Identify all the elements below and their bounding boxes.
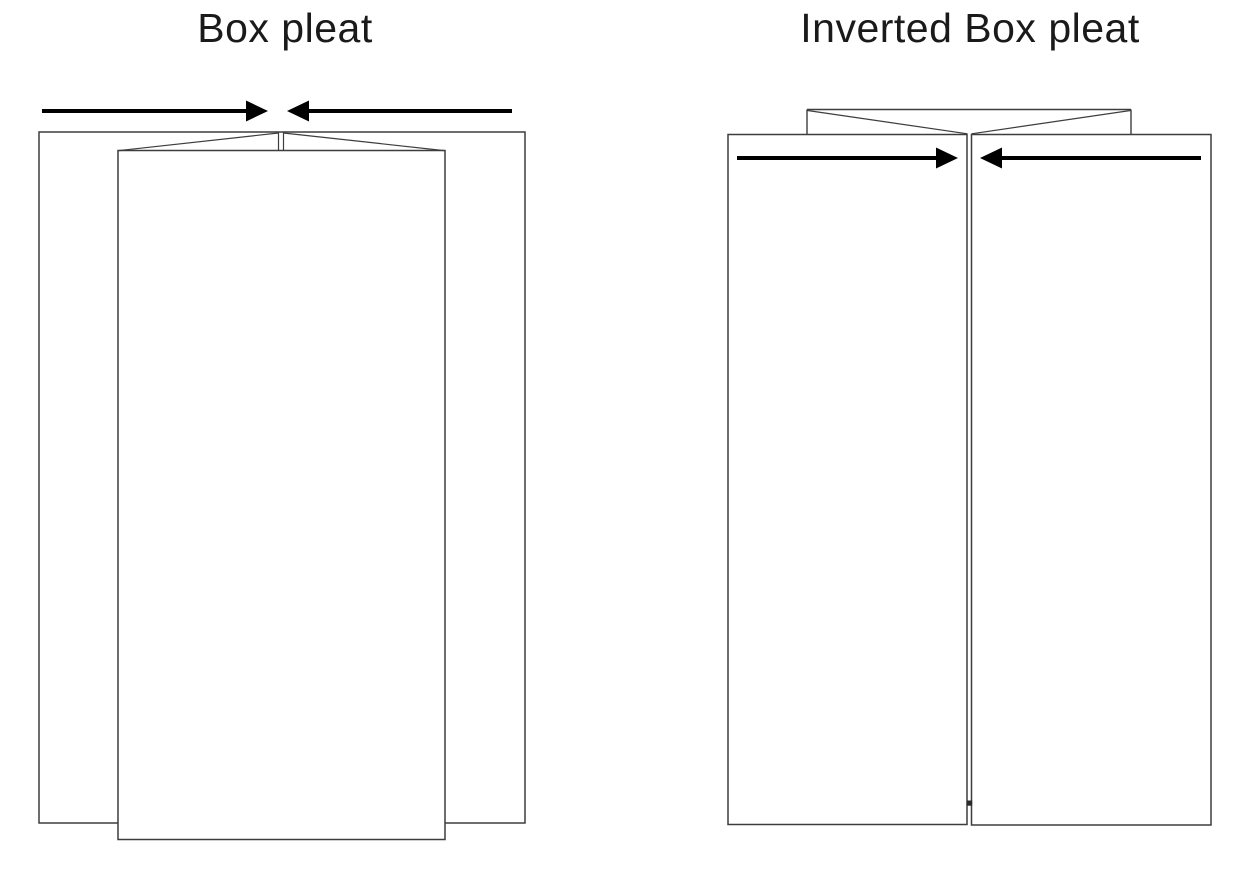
box-pleat-fold-line-right	[283, 132, 445, 152]
inverted-pleat-center-seam-mark	[966, 800, 973, 806]
box-pleat-diagram	[38, 100, 526, 841]
inverted-pleat-right-panel	[970, 133, 1212, 826]
box-pleat-title: Box pleat	[197, 5, 373, 51]
inverted-box-pleat-diagram	[727, 108, 1212, 826]
arrow-right-icon	[737, 147, 958, 169]
box-pleat-front-panel	[117, 149, 446, 841]
arrow-left-icon	[980, 147, 1201, 169]
box-pleat-fold-line-left	[118, 132, 279, 152]
inverted-pleat-fold-line-left	[807, 109, 968, 135]
arrow-right-icon	[42, 100, 268, 122]
inverted-pleat-left-panel	[727, 133, 968, 826]
arrow-left-icon	[287, 100, 512, 122]
inverted-box-pleat-title: Inverted Box pleat	[800, 5, 1140, 51]
inverted-pleat-fold-line-right	[971, 109, 1131, 135]
